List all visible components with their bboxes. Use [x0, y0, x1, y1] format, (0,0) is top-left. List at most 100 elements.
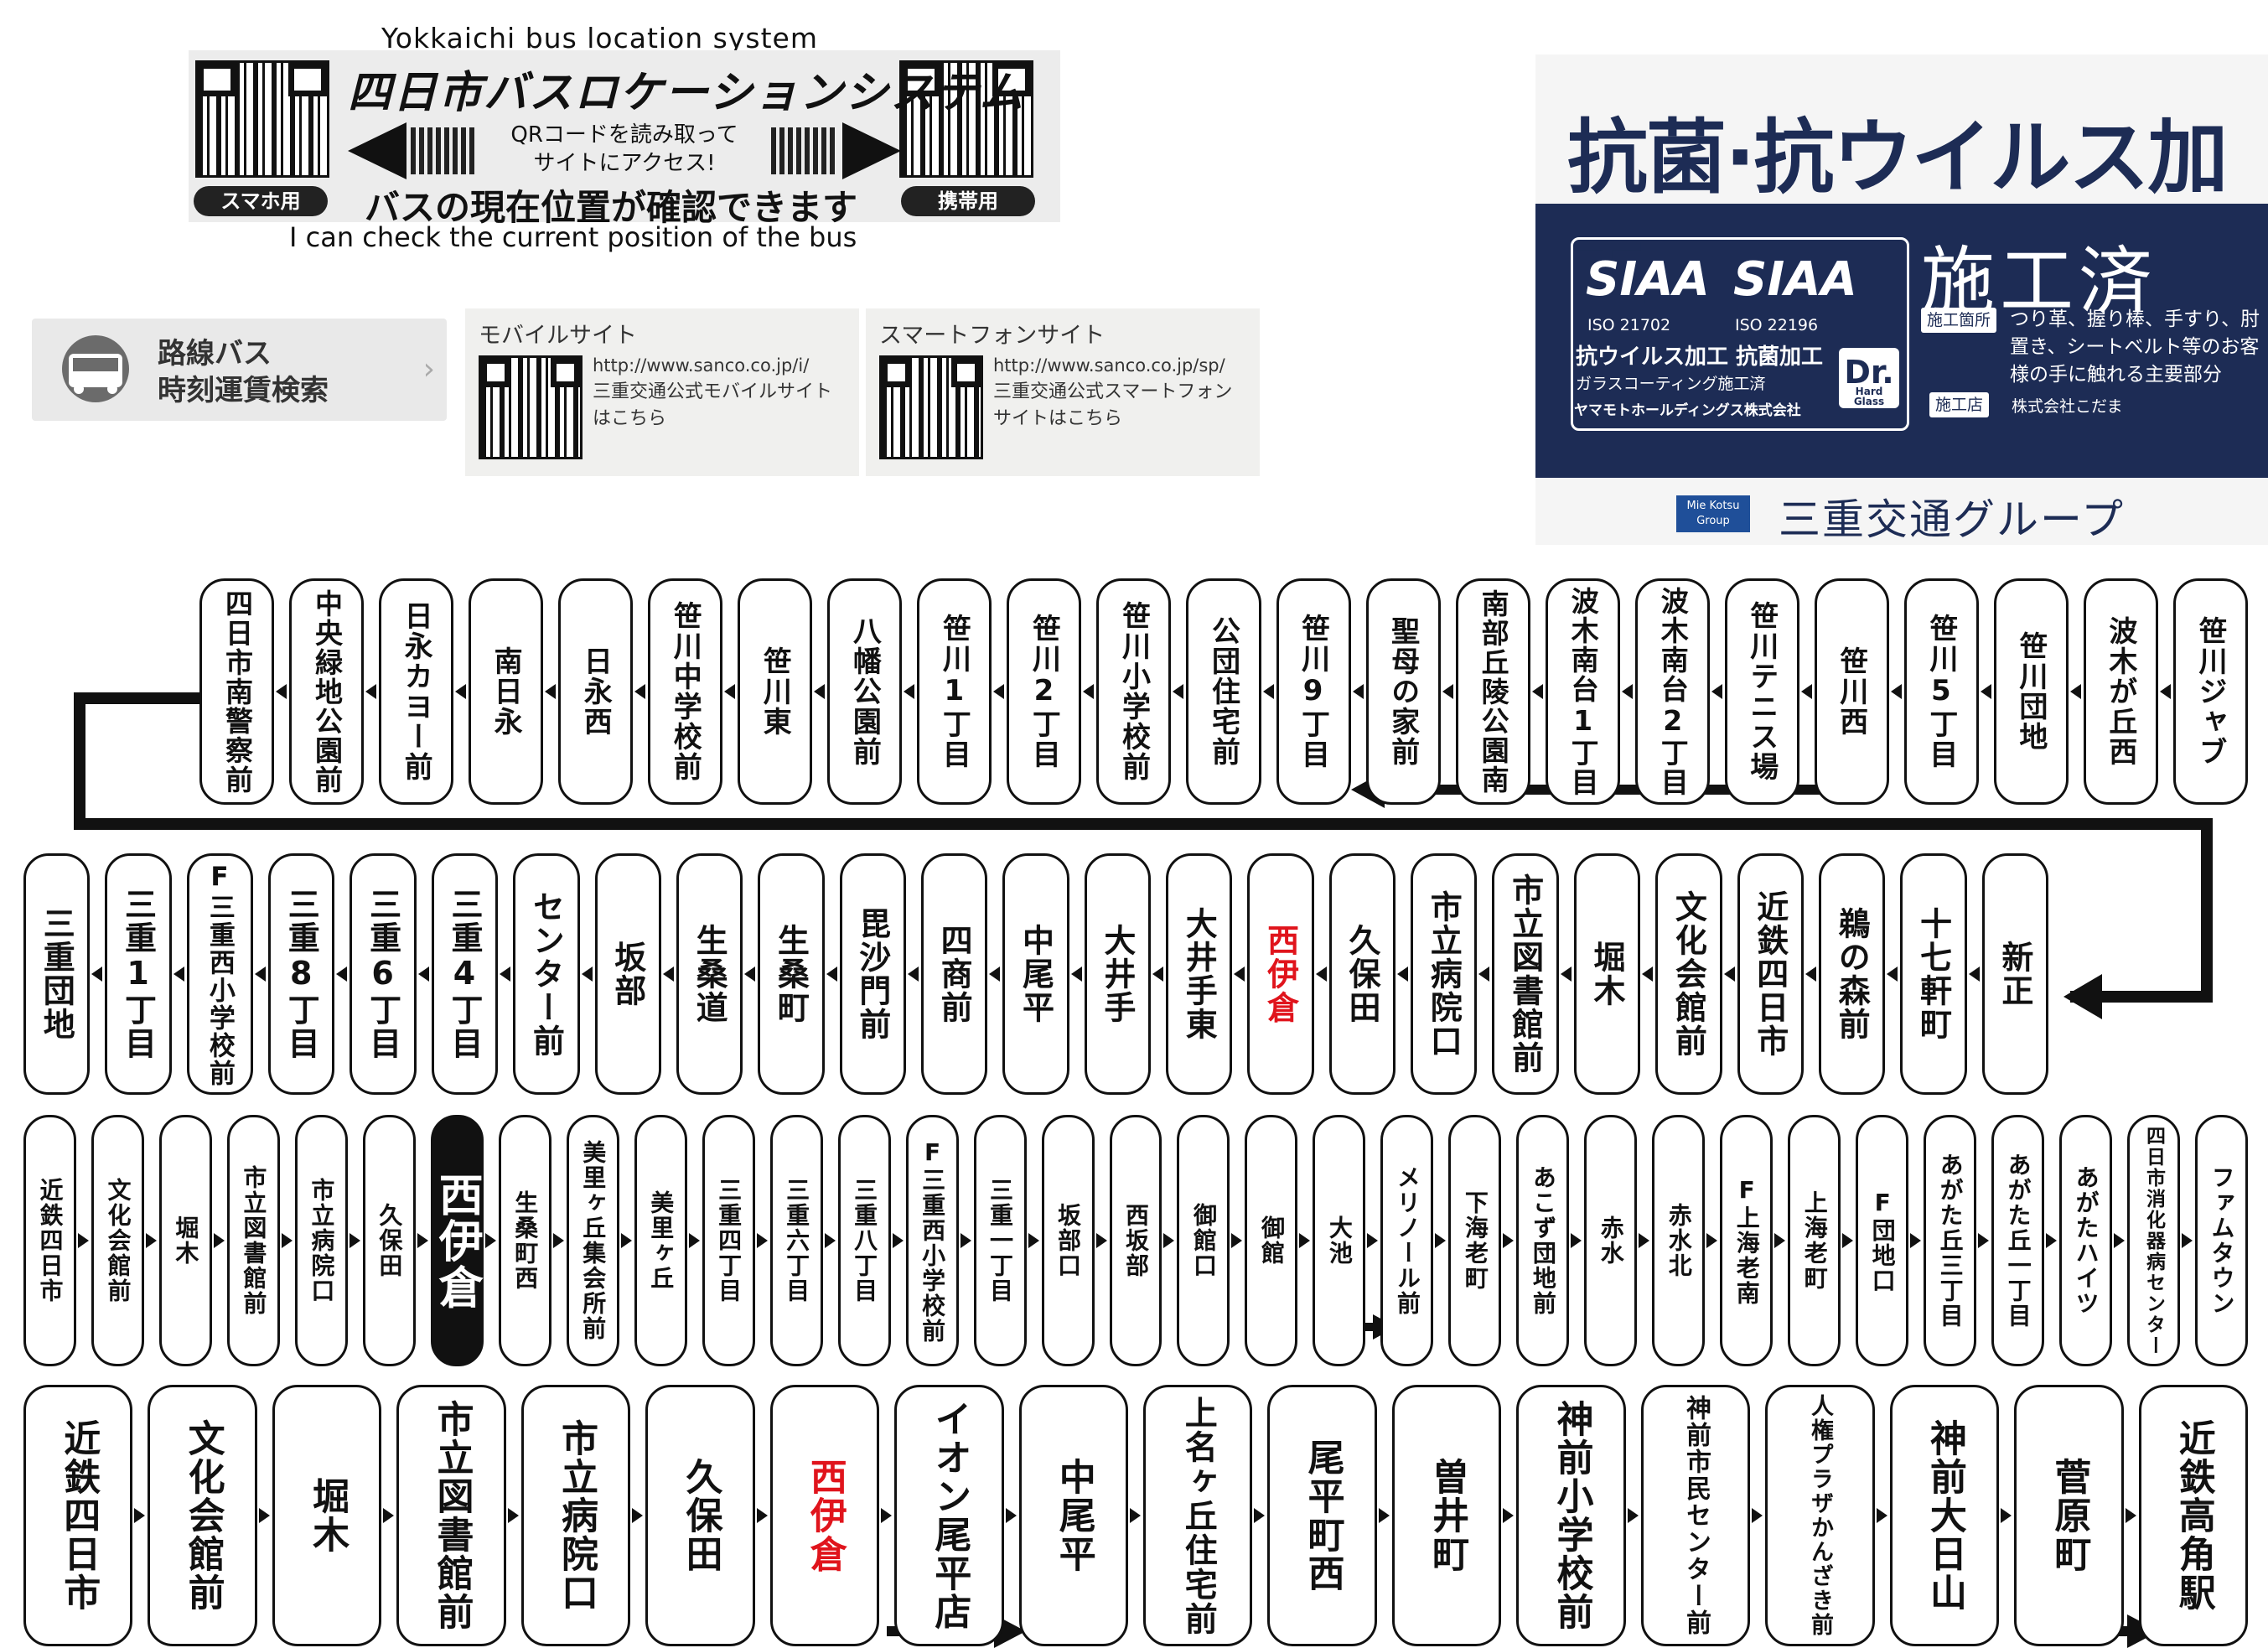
smartphone-qr-code[interactable] — [195, 60, 329, 178]
siaa-mark: SIAA — [1733, 252, 1857, 307]
bus-stop: 上名ヶ丘住宅前 — [1143, 1385, 1253, 1646]
bus-stop: 笹川ジャブ — [2172, 578, 2248, 805]
arrow-right-icon — [213, 1233, 225, 1248]
route-connector-line — [887, 1626, 996, 1636]
route-connector-line — [1334, 1323, 1375, 1331]
bus-stop: 中尾平 — [1018, 1385, 1128, 1646]
mobile-site-url[interactable]: http://www.sanco.co.jp/i/ — [593, 355, 810, 376]
arrow-left-icon — [173, 967, 184, 982]
arrow-right-icon — [2182, 1233, 2193, 1248]
route-connector-line — [74, 818, 2213, 830]
arrow-right-icon — [1254, 1508, 1266, 1523]
shop-tag: 施工店 — [1929, 392, 1990, 417]
bus-stop: 神前大日山 — [1889, 1385, 2000, 1646]
arrow-right-icon — [1435, 1233, 1447, 1248]
mobile-site-desc-line1: 三重交通公式モバイルサイト — [593, 381, 833, 402]
bus-stop: 笹川1丁目 — [917, 578, 992, 805]
sticker-heading: 抗菌·抗ウイルス加工 — [1567, 111, 2228, 321]
bus-stop: 堀木 — [272, 1385, 382, 1646]
arrow-right-icon — [1005, 1508, 1017, 1523]
bus-stop: 市立図書館前 — [1492, 853, 1559, 1095]
bus-stop: 美里ヶ丘集会所前 — [566, 1115, 619, 1366]
location-system-heading: 四日市バスロケーションシステム — [348, 68, 1025, 118]
bus-stop: 笹川9丁目 — [1276, 578, 1351, 805]
bus-stop: 波木南台1丁目 — [1545, 578, 1620, 805]
route-search-button[interactable]: 路線バス 時刻運賃検索 › — [32, 319, 447, 421]
arrow-right-icon — [349, 1233, 360, 1248]
dr-logo-text: Dr. — [1844, 354, 1894, 391]
mobile-qr-code[interactable] — [899, 60, 1033, 178]
arrow-right-icon — [2125, 1508, 2136, 1523]
smartphone-label: スマホ用 — [194, 186, 328, 216]
arrow-right-icon — [1876, 1508, 1887, 1523]
arrow-left-icon — [1621, 684, 1633, 699]
arrow-left-icon — [500, 967, 511, 982]
mobile-site-desc-line2: はこちら — [593, 408, 667, 429]
stripes-decoration — [771, 127, 838, 174]
bus-stop: 笹川5丁目 — [1903, 578, 1979, 805]
bus-stop: 堀木 — [158, 1115, 212, 1366]
arrow-left-icon — [1890, 684, 1902, 699]
bus-stop: 久保田 — [362, 1115, 416, 1366]
location-system-title-en: Yokkaichi bus location system — [381, 22, 818, 54]
arrow-right-icon — [1978, 1233, 1990, 1248]
bus-stop: 久保田 — [1328, 853, 1396, 1095]
mobile-site-card[interactable]: モバイルサイト http://www.sanco.co.jp/i/ 三重交通公式… — [465, 308, 859, 476]
bus-stop: 坂部 — [594, 853, 661, 1095]
mobile-label: 携帯用 — [901, 186, 1035, 216]
bus-stop: 美里ヶ丘 — [634, 1115, 687, 1366]
mobile-site-title: モバイルサイト — [479, 323, 637, 349]
bus-stop: 南日永 — [469, 578, 544, 805]
dr-logo-subtext: Hard Glass — [1853, 386, 1885, 407]
siaa-mark: SIAA — [1586, 252, 1710, 307]
smartphone-site-qr-code[interactable] — [879, 355, 983, 459]
arrow-right-icon — [1367, 1233, 1379, 1248]
bus-stop: 坂部口 — [1041, 1115, 1095, 1366]
bus-stop: 西坂部 — [1109, 1115, 1162, 1366]
bus-stop: 生桑町西 — [498, 1115, 551, 1366]
bus-stop: 八幡公園前 — [827, 578, 903, 805]
arrow-left-icon — [1173, 684, 1184, 699]
bus-stop: 市立図書館前 — [396, 1385, 506, 1646]
arrow-right-icon — [2114, 1233, 2126, 1248]
smartphone-site-url[interactable]: http://www.sanco.co.jp/sp/ — [993, 355, 1225, 376]
bus-stop: 近鉄四日市 — [23, 1385, 133, 1646]
smartphone-site-card[interactable]: スマートフォンサイト http://www.sanco.co.jp/sp/ 三重… — [866, 308, 1260, 476]
bus-stop: 四日市南警察前 — [199, 578, 275, 805]
smartphone-site-desc-line1: 三重交通公式スマートフォン — [993, 381, 1233, 402]
bus-stop: 市立病院口 — [1411, 853, 1478, 1095]
arrow-left-icon — [2069, 684, 2081, 699]
mobile-site-qr-code[interactable] — [479, 355, 583, 459]
coating-label: ガラスコーティング施工済 — [1576, 375, 1766, 393]
antibacterial-sticker: 抗菌·抗ウイルス加工 SIAA SIAA ISO 21702 ISO 22196… — [1535, 54, 2268, 545]
siaa-badge — [1571, 237, 1909, 431]
arrow-right-icon — [552, 1233, 564, 1248]
arrow-right-icon — [1571, 1233, 1582, 1248]
bus-stop: 久保田 — [645, 1385, 755, 1646]
bus-stop: 上海老町 — [1788, 1115, 1841, 1366]
arrow-left-icon — [1980, 684, 1991, 699]
bus-stop: 波木が丘西 — [2083, 578, 2158, 805]
bus-stop: 市立図書館前 — [226, 1115, 280, 1366]
bus-stop: F三重西小学校前 — [186, 853, 254, 1095]
arrow-left-icon — [1560, 967, 1572, 982]
bus-stop: 赤水 — [1584, 1115, 1638, 1366]
arrow-left-icon — [255, 967, 267, 982]
bus-stop: 近鉄高角駅 — [2138, 1385, 2248, 1646]
arrow-right-icon — [756, 1233, 768, 1248]
arrow-left-icon — [1352, 684, 1364, 699]
arrow-right-icon — [1130, 1508, 1141, 1523]
bus-stop: 南部丘陵公園南 — [1455, 578, 1530, 805]
bus-stop: 堀木 — [1573, 853, 1641, 1095]
bus-stop: 三重6丁目 — [350, 853, 417, 1095]
arrow-right-icon — [281, 1233, 293, 1248]
bus-stop: 西伊倉 — [1247, 853, 1314, 1095]
chevron-right-icon: › — [422, 352, 435, 386]
arrow-left-icon — [1800, 684, 1812, 699]
arrow-left-icon — [348, 122, 406, 179]
bus-stop: イオン尾平店 — [894, 1385, 1004, 1646]
bus-stop: 赤水北 — [1652, 1115, 1706, 1366]
bus-stop: 聖母の家前 — [1365, 578, 1441, 805]
stripes-decoration — [411, 127, 478, 174]
bus-stop: 三重八丁目 — [837, 1115, 891, 1366]
